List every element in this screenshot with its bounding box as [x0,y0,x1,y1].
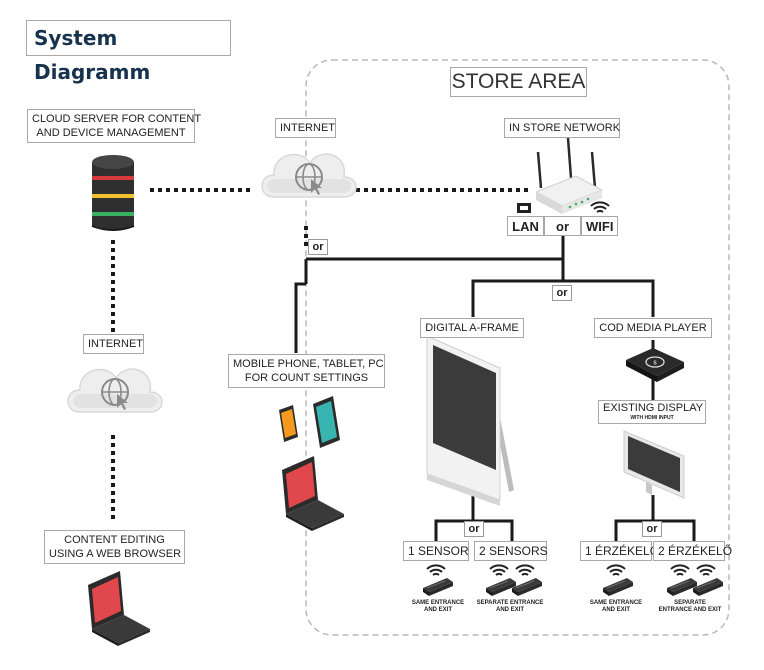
lan-port-icon [517,203,531,213]
or-label: or [552,285,572,301]
wifi-label: WIFI [581,216,618,236]
sensor-icon [485,577,517,597]
cloud-internet-icon [67,368,163,413]
wifi-icon [590,201,610,213]
or-label: or [642,521,662,537]
sensor-2-label: 2 ÉRZÉKELŐ [653,541,732,561]
wifi-icon [606,564,626,576]
monitor-icon [623,430,685,499]
or-label: or [308,239,328,255]
page-title: System Diagramm [26,20,231,84]
database-icon [91,155,135,231]
sensor-caption: SAME ENTRANCE AND EXIT [411,600,465,613]
sensor-icon [422,577,454,597]
laptop-icon [88,571,150,646]
sensor-1-label: 1 SENSOR [403,541,469,561]
svg-text:S: S [653,361,657,367]
tablet-icon [313,396,340,448]
wifi-icon [489,564,509,576]
or-label: or [464,521,484,537]
store-area-boundary [305,59,730,636]
router-icon [534,137,604,214]
cloud-server-label: CLOUD SERVER FOR CONTENT AND DEVICE MANA… [27,109,201,143]
sensor-caption: SAME ENTRANCE AND EXIT [589,600,643,613]
wifi-icon [515,564,535,576]
internet-label: INTERNET [83,334,144,354]
or-label: or [544,216,581,236]
mobile-devices-label: MOBILE PHONE, TABLET, PC FOR COUNT SETTI… [228,354,385,388]
cod-media-player-label: COD MEDIA PLAYER [594,318,712,338]
laptop-icon [282,456,344,531]
store-area-label: STORE AREA [450,67,587,97]
lan-label: LAN [507,216,544,236]
sensor-icon [666,577,698,597]
media-player-icon: S [626,348,684,382]
sensor-caption: SEPARATE ENTRANCE AND EXIT [476,600,544,613]
content-editing-label: CONTENT EDITING USING A WEB BROWSER [44,530,185,564]
aframe-display-icon [426,335,514,506]
wifi-icon [670,564,690,576]
sensor-icon [511,577,543,597]
digital-aframe-label: DIGITAL A-FRAME [420,318,524,338]
sensor-2-label: 2 SENSORS [474,541,548,561]
wifi-icon [426,564,446,576]
phone-icon [279,405,298,442]
sensor-1-label: 1 ÉRZÉKELŐ [580,541,659,561]
cloud-internet-icon [261,153,357,198]
sensor-icon [692,577,724,597]
internet-label: INTERNET [275,118,336,138]
wifi-icon [696,564,716,576]
in-store-network-label: IN STORE NETWORK [504,118,620,138]
sensor-caption: SEPARATE ENTRANCE AND EXIT [658,600,722,613]
sensor-icon [602,577,634,597]
existing-display-label: EXISTING DISPLAY WITH HDMI INPUT [598,400,706,424]
